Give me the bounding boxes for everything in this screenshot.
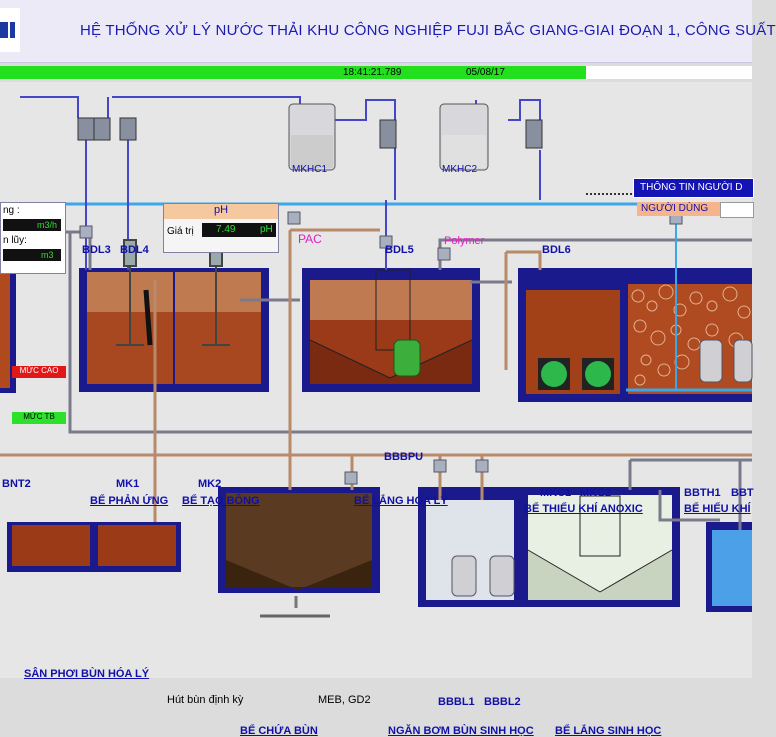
bdl4-label: BDL4 [120,244,149,256]
ph-panel: pH Giá trị 7.49 pH [163,203,279,253]
status-time: 18:41:21.789 [343,67,402,78]
mkc2-label: MKC2 [580,487,612,499]
polymer-label: Polymer [444,235,485,247]
mkhc2-label: MKHC2 [442,164,478,175]
sludge-tank-label: BỂ CHỨA BÙN [240,725,318,737]
flow-unit-2: m3 [41,250,54,260]
user-info-header: THÔNG TIN NGƯỜI D [633,178,754,198]
bbbl1-label: BBBL1 [438,696,475,708]
bio-settling-tank-label: BỂ LẮNG SINH HỌC [555,725,662,737]
submersible-pumps [393,339,753,597]
mk1-label: MK1 [116,478,140,490]
aerobic-tank-label: BỂ HIẾU KHÍ [684,503,751,515]
bdl5-label: BDL5 [385,244,414,256]
company-logo [0,8,20,52]
bnt2-label: BNT2 [2,478,31,490]
flow-label-2: n lũy: [3,235,27,246]
dosing-pumps [77,117,543,149]
bio-sludge-pump-chamber-label: NGĂN BƠM BÙN SINH HỌC [388,725,534,737]
pac-label: PAC [298,232,322,246]
user-label: NGƯỜI DÙNG [637,202,721,216]
mk2-label: MK2 [198,478,222,490]
bdl6-label: BDL6 [542,244,571,256]
flow-panel: ng : m3/h n lũy: m3 [0,202,66,274]
ph-value: 7.49 [216,224,236,235]
anoxic-mixers [538,358,614,390]
user-field[interactable] [720,202,754,218]
ph-label: Giá trị [167,226,194,237]
mkc1-label: MKC1 [540,487,572,499]
ph-title: pH [164,204,278,219]
status-date: 05/08/17 [466,67,505,78]
bbth1-label: BBTH1 [684,487,721,499]
bbt-label: BBT [731,487,754,499]
sludge-drying-bed-label: SÂN PHƠI BÙN HÓA LÝ [24,668,150,680]
flow-value-2 [3,249,61,261]
mkhc1-label: MKHC1 [292,164,328,175]
meb-label: MEB, GD2 [318,694,371,706]
page-title: HỆ THỐNG XỬ LÝ NƯỚC THẢI KHU CÔNG NGHIỆP… [80,22,776,39]
sludge-suction-label: Hút bùn định kỳ [167,694,244,706]
flow-label-1: ng : [3,205,20,216]
ph-value-box: 7.49 pH [202,223,276,237]
ph-unit: pH [260,224,273,235]
reaction-tank-label: BỂ PHẢN ỨNG [90,495,169,507]
bdl3-label: BDL3 [82,244,111,256]
chemical-tanks [288,103,489,171]
user-info-title: THÔNG TIN NGƯỜI D [640,182,743,193]
bbbl2-label: BBBL2 [484,696,521,708]
chemical-settling-tank-label: BỂ LẮNG HÓA LÝ [354,495,448,507]
header-bar: HỆ THỐNG XỬ LÝ NƯỚC THẢI KHU CÔNG NGHIỆP… [0,0,776,63]
level-high-tag: MỨC CAO [12,366,66,378]
flow-unit-1: m3/h [37,220,58,230]
tank-frames [0,265,752,612]
status-bar [0,66,586,79]
status-bar-empty [586,66,752,79]
level-mid-tag: MỨC TB [12,412,66,424]
flow-value-1 [3,219,61,231]
anoxic-tank-label: BỂ THIẾU KHÍ ANOXIC [524,503,643,515]
bbbpu-label: BBBPU [384,451,424,463]
process-diagram: ng : m3/h n lũy: m3 pH Giá trị 7.49 pH T… [0,82,754,737]
flocculation-tank-label: BỂ TẠO BÔNG [182,495,260,507]
pipes [0,96,752,618]
